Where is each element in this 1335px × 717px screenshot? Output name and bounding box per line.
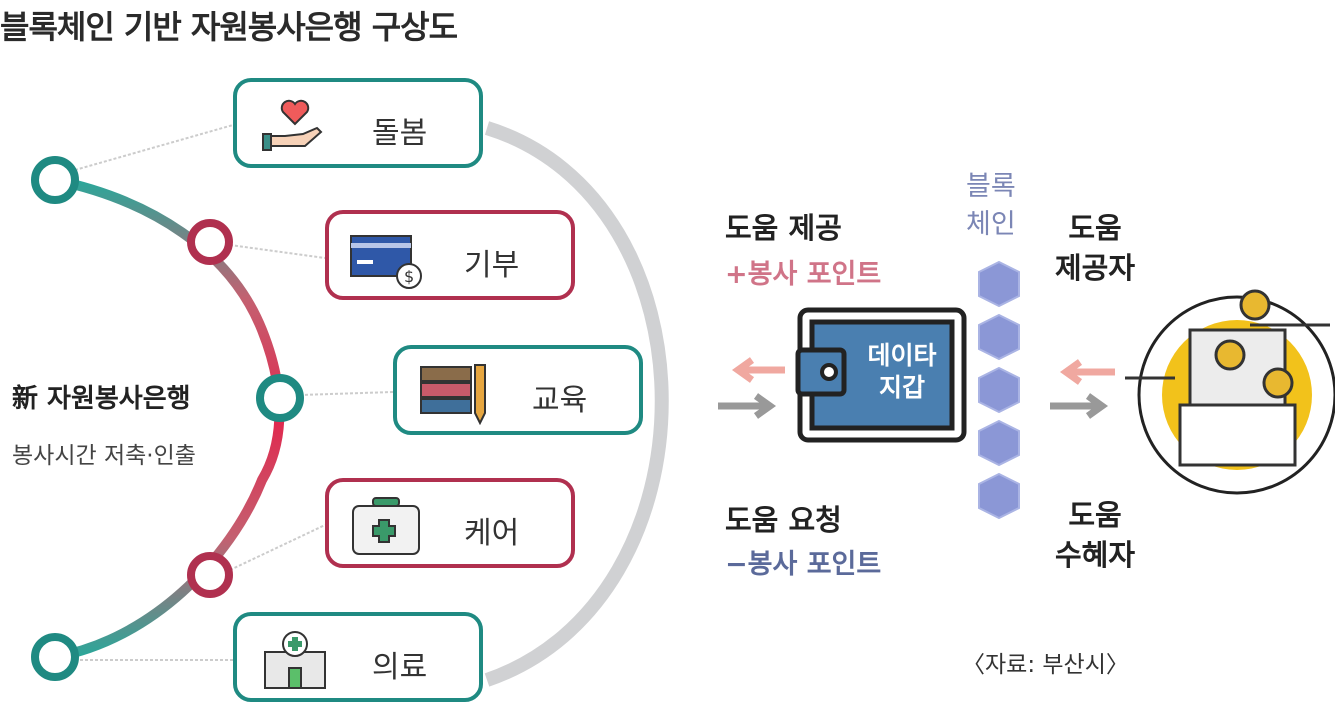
card-dollar-icon: $ <box>350 235 422 289</box>
service-label: 돌봄 <box>372 116 428 151</box>
first-aid-kit-icon <box>352 497 420 555</box>
node-1 <box>31 156 79 204</box>
provider-label-line2: 제공자 <box>1055 251 1136 285</box>
service-label: 의료 <box>372 650 428 685</box>
service-education: 교육 <box>393 345 643 435</box>
bank-name: 新 자원봉사은행 <box>12 384 191 414</box>
service-label: 기부 <box>464 248 520 283</box>
gray-arc <box>484 121 669 687</box>
recipient-label-line1: 도움 <box>1068 498 1122 532</box>
node-5 <box>31 633 79 681</box>
diagram-title: 블록체인 기반 자원봉사은행 구상도 <box>0 8 458 46</box>
service-medical: 의료 <box>233 612 483 702</box>
dotted-links <box>74 124 394 661</box>
wallet-label-line2: 지갑 <box>878 373 925 402</box>
pink-arrow-left-2 <box>1059 359 1115 385</box>
blockchain-label-line1: 블록 <box>966 171 1016 202</box>
blockchain-cubes <box>978 260 1020 520</box>
blockchain-label: 블록 체인 <box>966 168 1016 244</box>
money-hands-illustration <box>1125 289 1335 495</box>
blockchain-label-line2: 체인 <box>966 209 1016 240</box>
service-care: 돌봄 <box>233 78 483 168</box>
svg-text:$: $ <box>404 267 414 286</box>
wallet-icon <box>795 307 967 443</box>
wallet-label: 데이타 지갑 <box>852 340 952 404</box>
hospital-icon <box>264 631 326 689</box>
pink-arrow-left <box>731 357 785 383</box>
service-label: 케어 <box>464 516 520 551</box>
node-4 <box>187 552 233 598</box>
node-3 <box>256 374 304 422</box>
arrows <box>718 357 1115 419</box>
provider-label: 도움 제공자 <box>1055 208 1135 288</box>
node-2 <box>187 219 233 265</box>
books-pencil-icon <box>420 364 486 425</box>
heart-hand-icon <box>262 99 323 151</box>
recipient-label-line2: 수혜자 <box>1055 538 1136 572</box>
gray-arrow-right <box>718 393 777 419</box>
request-title: 도움 요청 <box>725 503 842 537</box>
provide-title: 도움 제공 <box>725 211 842 245</box>
wallet-label-line1: 데이타 <box>867 341 937 370</box>
recipient-label: 도움 수혜자 <box>1055 495 1135 575</box>
timeline-arc <box>53 175 285 662</box>
service-donation: $ 기부 <box>325 210 575 300</box>
service-caregiving: 케어 <box>325 478 575 568</box>
bank-subtitle: 봉사시간 저축·인출 <box>12 443 196 469</box>
gray-arrow-right-2 <box>1050 393 1109 419</box>
provider-label-line1: 도움 <box>1068 211 1122 245</box>
service-label: 교육 <box>532 383 588 418</box>
source-note: 〈자료: 부산시〉 <box>962 652 1129 678</box>
request-points: −봉사 포인트 <box>725 549 882 580</box>
provide-points: +봉사 포인트 <box>725 259 882 290</box>
